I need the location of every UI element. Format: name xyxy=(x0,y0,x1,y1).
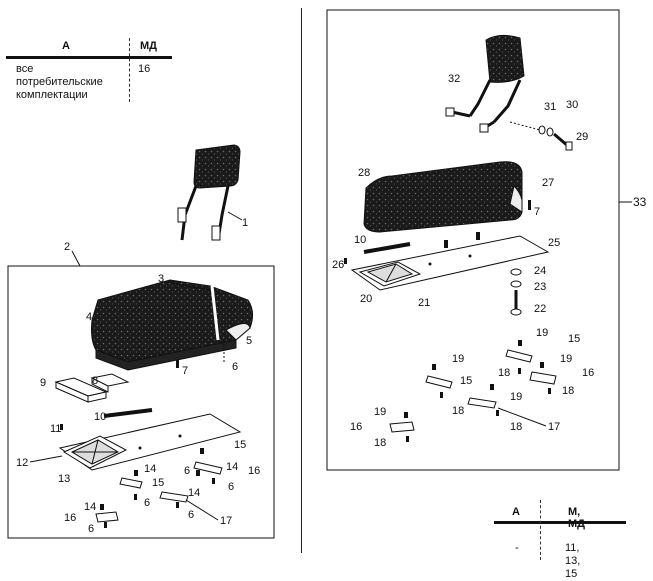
backrest-left xyxy=(177,144,241,241)
page-divider xyxy=(301,8,302,553)
table-left-rule xyxy=(6,56,172,59)
callout-r-33: 33 xyxy=(633,195,647,209)
callout-12: 12 xyxy=(16,457,28,469)
callout-r-31: 31 xyxy=(544,101,556,113)
callout-6d: 6 xyxy=(144,497,150,509)
callout-14a: 14 xyxy=(144,463,156,475)
callout-r-19b: 19 xyxy=(560,353,572,365)
callout-r-19d: 19 xyxy=(510,391,522,403)
callout-r-30: 30 xyxy=(566,99,578,111)
callout-6f: 6 xyxy=(88,523,94,535)
callout-r-25: 25 xyxy=(548,237,560,249)
callout-14c: 14 xyxy=(188,487,200,499)
callout-r-27: 27 xyxy=(542,177,554,189)
table-left-header-a: A xyxy=(62,40,70,52)
table-left-row-b: 16 xyxy=(138,63,151,75)
table-left-header-b: МД xyxy=(140,40,157,52)
callout-13: 13 xyxy=(58,473,70,485)
callout-r-28: 28 xyxy=(358,167,370,179)
callout-r-16a: 16 xyxy=(582,367,594,379)
callout-6b: 6 xyxy=(184,465,190,477)
callout-r-10: 10 xyxy=(354,234,366,246)
callout-2: 2 xyxy=(64,241,70,253)
table-right-row-a: - xyxy=(515,542,519,554)
callout-r-22: 22 xyxy=(534,303,546,315)
frame-right xyxy=(326,9,620,471)
table-left-separator xyxy=(129,38,130,102)
callout-r-17: 17 xyxy=(548,421,560,433)
exploded-diagram: 1 2 3 4 5 6 7 8 9 10 11 12 13 14 14 14 1… xyxy=(7,9,647,539)
callout-6c: 6 xyxy=(228,481,234,493)
seat-cushion-right xyxy=(363,161,523,233)
callout-16a: 16 xyxy=(248,465,260,477)
callout-r-21: 21 xyxy=(418,297,430,309)
callout-3: 3 xyxy=(158,273,164,285)
callout-r-24: 24 xyxy=(534,265,546,277)
callout-r-32: 32 xyxy=(448,73,460,85)
callout-r-26: 26 xyxy=(332,259,344,271)
callout-6e: 6 xyxy=(188,509,194,521)
callout-r-18d: 18 xyxy=(510,421,522,433)
callout-r-18a: 18 xyxy=(498,367,510,379)
callout-15a: 15 xyxy=(234,439,246,451)
callout-14b: 14 xyxy=(226,461,238,473)
bolt-assembly xyxy=(509,121,573,151)
callout-r-20: 20 xyxy=(360,293,372,305)
blocks-8-9 xyxy=(54,373,130,403)
callout-r-16b: 16 xyxy=(350,421,362,433)
base-plate-left xyxy=(58,413,242,471)
callout-r-15a: 15 xyxy=(568,333,580,345)
callout-r-18c: 18 xyxy=(452,405,464,417)
table-right-rule xyxy=(494,521,626,524)
backrest-right xyxy=(445,34,525,133)
table-right-header-a: А xyxy=(512,506,520,518)
callout-r-18e: 18 xyxy=(374,437,386,449)
callout-9: 9 xyxy=(40,377,46,389)
callout-8: 8 xyxy=(92,375,98,387)
callout-11: 11 xyxy=(50,423,61,435)
table-right-separator xyxy=(540,500,541,560)
callout-15b: 15 xyxy=(152,477,164,489)
callout-7: 7 xyxy=(182,365,188,377)
callout-r-19c: 19 xyxy=(452,353,464,365)
frame-left xyxy=(7,265,275,539)
callout-10: 10 xyxy=(94,411,106,423)
callout-r-29: 29 xyxy=(576,131,588,143)
callout-r-18b: 18 xyxy=(562,385,574,397)
callout-r-15b: 15 xyxy=(460,375,472,387)
callout-r-23: 23 xyxy=(534,281,546,293)
callout-17: 17 xyxy=(220,515,232,527)
seat-cushion-left xyxy=(91,279,254,371)
callout-r-19e: 19 xyxy=(374,406,386,418)
callout-6: 6 xyxy=(232,361,238,373)
callout-1: 1 xyxy=(242,217,248,229)
callout-16b: 16 xyxy=(64,512,76,524)
brackets-left xyxy=(60,360,223,528)
callout-14d: 14 xyxy=(84,501,96,513)
table-left-row-a: все потребительские комплектации xyxy=(16,63,103,101)
base-plate-right xyxy=(350,232,550,291)
fastener-stack xyxy=(510,268,522,316)
callout-r-19a: 19 xyxy=(536,327,548,339)
callout-5: 5 xyxy=(246,335,252,347)
callout-4: 4 xyxy=(86,311,92,323)
callout-r-7: 7 xyxy=(534,206,540,218)
brackets-right xyxy=(389,340,557,442)
